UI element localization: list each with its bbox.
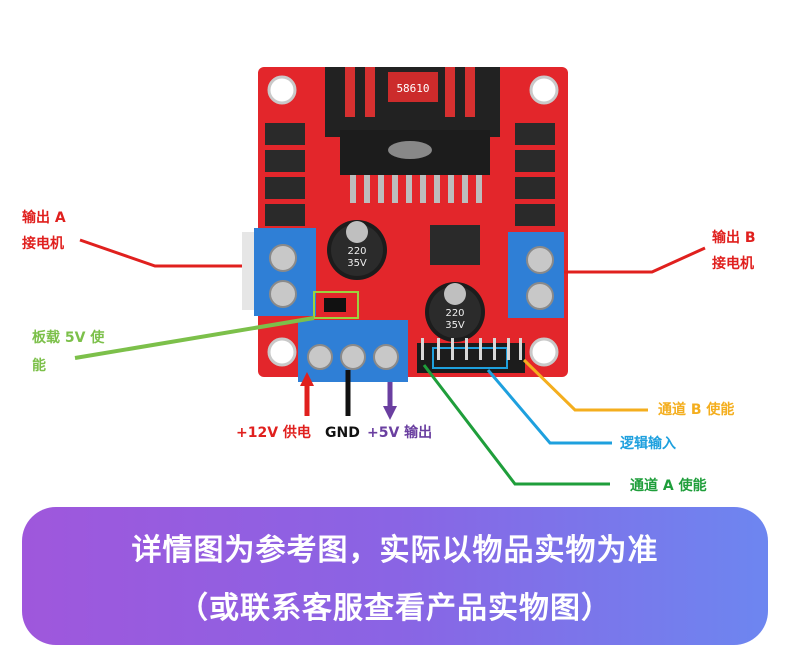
pointer-logic-input	[486, 369, 612, 445]
pointer-channel-b	[522, 358, 648, 412]
jumper-5v	[324, 298, 346, 312]
diodes-right	[515, 123, 555, 226]
svg-text:220: 220	[347, 246, 366, 257]
diodes-left	[265, 123, 305, 226]
terminal-block-left	[242, 228, 316, 316]
notice-banner: 详情图为参考图，实际以物品实物为准 （或联系客服查看产品实物图）	[22, 507, 768, 645]
terminal-block-right	[508, 232, 564, 318]
heatsink: 58610	[325, 67, 500, 137]
svg-text:35V: 35V	[347, 258, 367, 269]
label-output-a-line1: 输出 A	[22, 210, 66, 226]
regulator	[430, 225, 480, 265]
capacitor-right: 220 35V	[425, 282, 485, 342]
label-output-b-line2: 接电机	[712, 256, 754, 272]
arrow-12v-head	[300, 372, 314, 386]
label-logic-input: 逻辑输入	[620, 436, 676, 452]
driver-chip	[340, 130, 490, 203]
label-channel-a-enable: 通道 A 使能	[630, 478, 707, 494]
pointer-output-a	[79, 238, 242, 268]
label-channel-b-enable: 通道 B 使能	[658, 402, 735, 418]
label-12v-supply: +12V 供电	[236, 425, 311, 441]
label-output-b: 输出 B 接电机	[712, 228, 756, 274]
label-onboard-5v-line2: 能	[32, 358, 46, 374]
label-5v-output: +5V 输出	[367, 425, 433, 441]
svg-text:35V: 35V	[445, 320, 465, 331]
pointer-channel-a	[422, 364, 610, 486]
chip-marking: 58610	[396, 82, 429, 95]
label-output-a-line2: 接电机	[22, 236, 64, 252]
header-pins	[417, 338, 525, 373]
pointer-output-b	[564, 246, 706, 274]
jumper-5v-highlight	[313, 291, 359, 319]
arrow-5v-out-head	[383, 406, 397, 420]
pointer-onboard-5v	[74, 316, 315, 360]
capacitor-left: 220 35V	[327, 220, 387, 280]
svg-text:220: 220	[445, 308, 464, 319]
label-onboard-5v-line1: 板载 5V 使	[32, 330, 105, 346]
banner-line-1: 详情图为参考图，实际以物品实物为准	[131, 533, 659, 568]
label-onboard-5v: 板载 5V 使 能	[32, 328, 104, 376]
mounting-holes	[267, 75, 559, 367]
terminal-block-power	[298, 320, 408, 382]
label-gnd: GND	[325, 425, 360, 441]
banner-line-2: （或联系客服查看产品实物图）	[178, 591, 612, 626]
label-output-b-line1: 输出 B	[712, 230, 756, 246]
label-output-a: 输出 A 接电机	[22, 208, 66, 254]
